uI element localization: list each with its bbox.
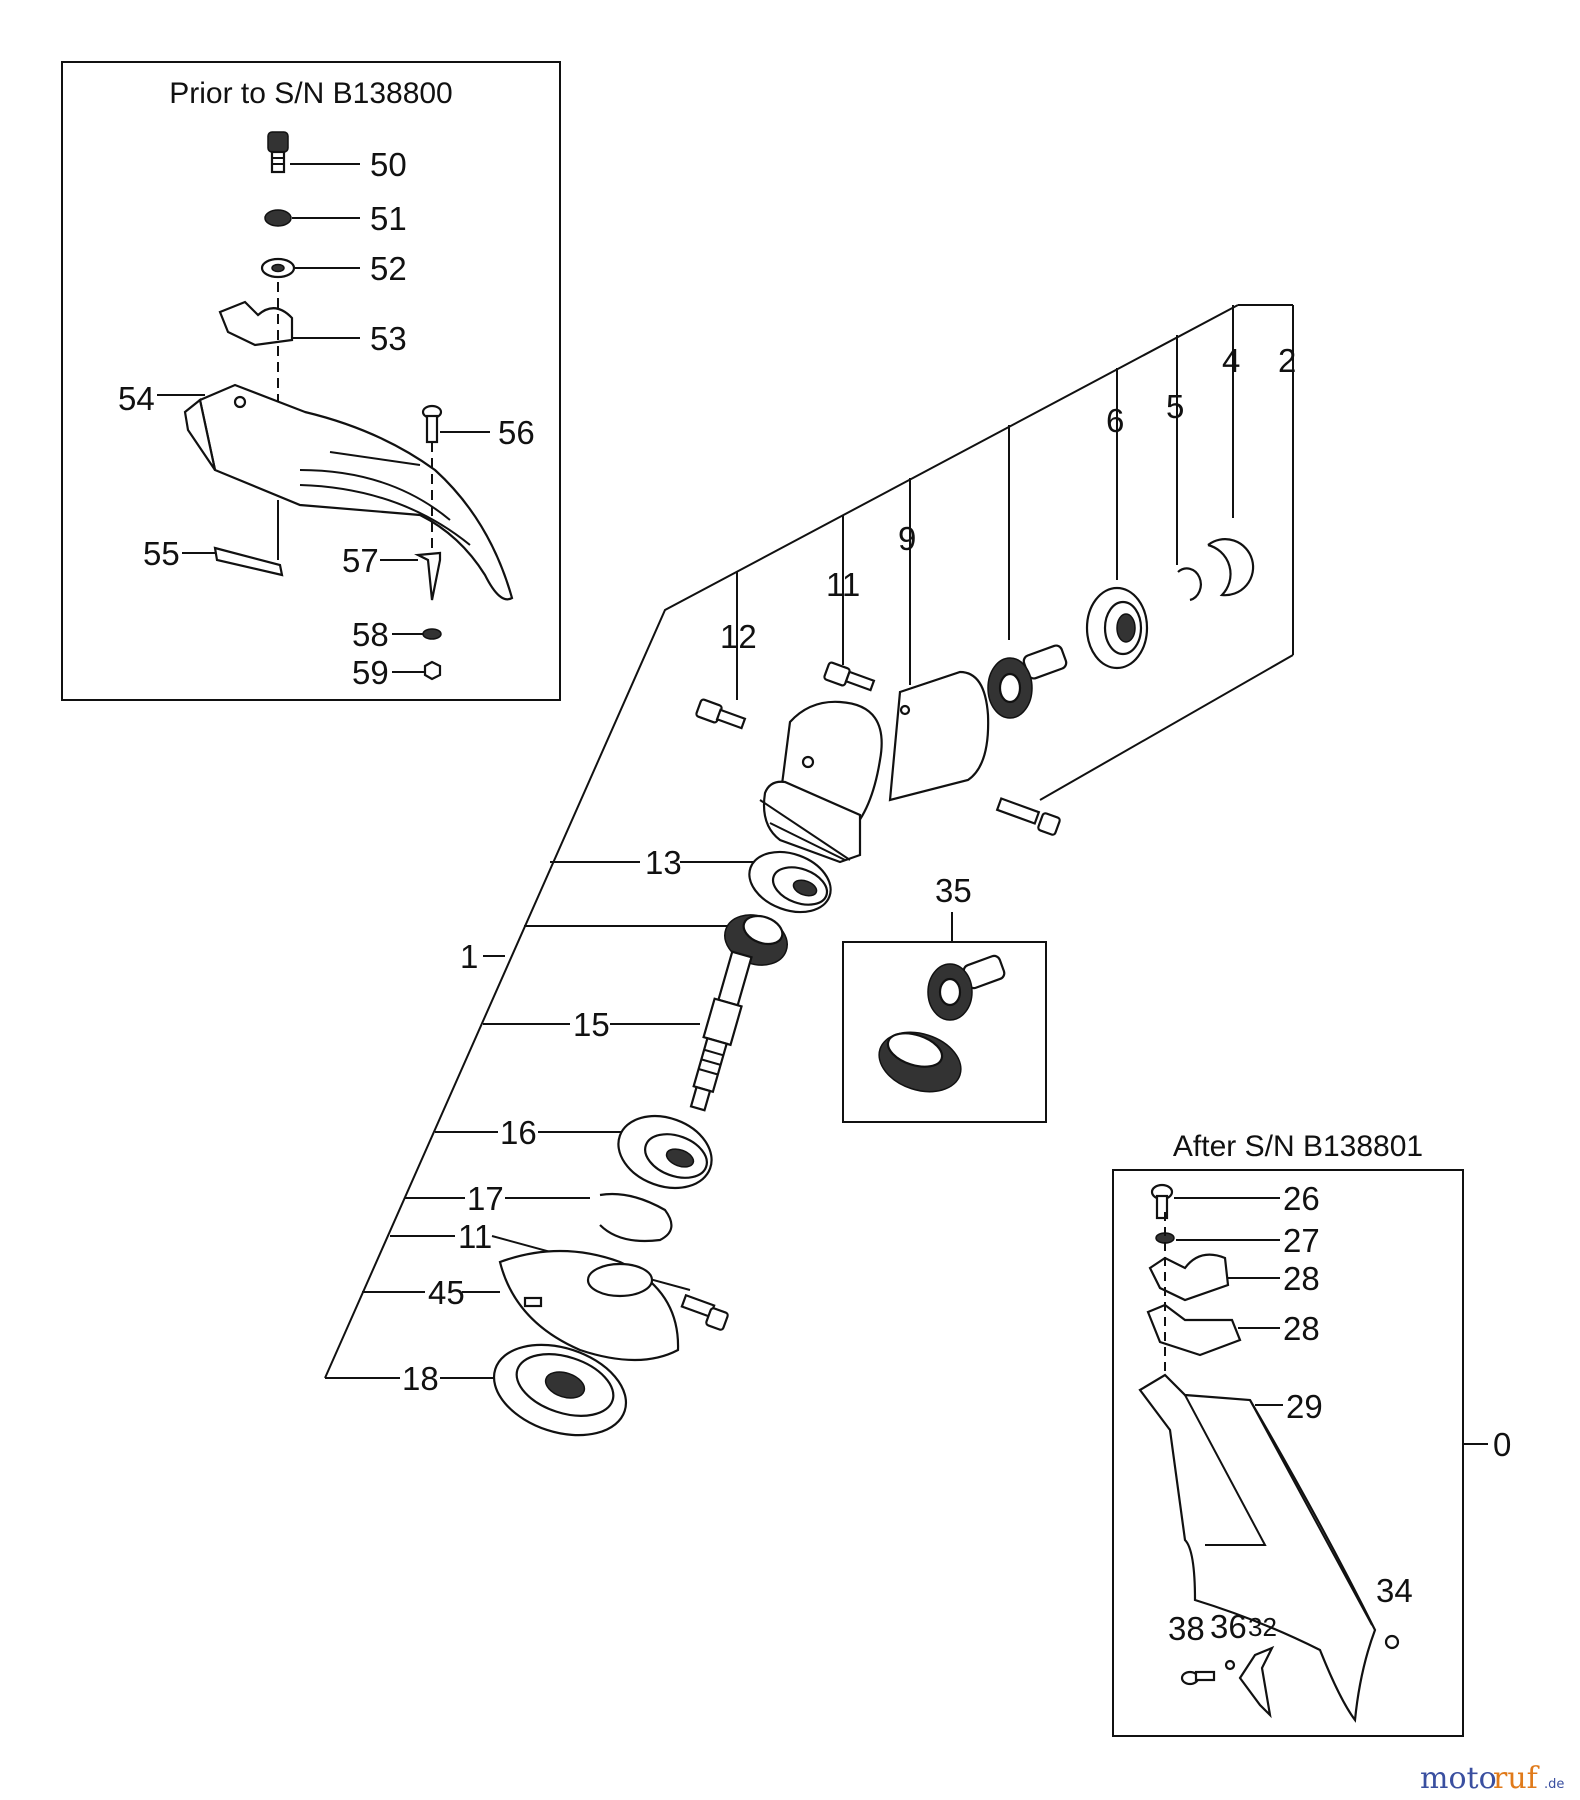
part-17-circlip (599, 1192, 673, 1243)
part-11-bolt-top (823, 661, 876, 692)
inset-prior: Prior to S/N B138800 50 51 52 53 (61, 61, 561, 701)
callout-34: 34 (1376, 1572, 1413, 1609)
part-56-screw (421, 404, 443, 444)
part-35-pinion (927, 954, 1006, 1021)
callout-13: 13 (645, 844, 682, 881)
callout-57: 57 (342, 542, 379, 579)
gearbox-housing (759, 670, 990, 864)
inset-prior-title: Prior to S/N B138800 (169, 77, 453, 110)
part-55-plate (213, 546, 284, 577)
callout-29: 29 (1286, 1388, 1323, 1425)
callout-59: 59 (352, 654, 389, 691)
part-6-bearing (1085, 586, 1149, 670)
part-28-clamp-bottom (1146, 1303, 1242, 1357)
part-57-bracket (414, 551, 442, 601)
part-53-clamp (218, 300, 294, 347)
callout-15: 15 (573, 1006, 610, 1043)
callout-54: 54 (118, 380, 155, 417)
callout-35: 35 (935, 872, 972, 909)
callout-2: 2 (1278, 342, 1296, 379)
part-9-pinion-gear (987, 644, 1068, 719)
part-35-bevel (878, 1031, 962, 1093)
part-15-shaft (689, 950, 753, 1112)
part-51-washer (264, 209, 292, 227)
part-13-bearing (748, 850, 832, 914)
callout-50: 50 (370, 146, 407, 183)
part-4-circlip (1207, 538, 1255, 597)
watermark-logo: moto ruf .de (1420, 1761, 1564, 1796)
part-16-bearing (617, 1114, 713, 1190)
inset-after: After S/N B138801 26 27 28 28 29 (1112, 1130, 1511, 1737)
callout-32: 32 (1248, 1612, 1277, 1642)
part-bevel-gear (724, 914, 788, 966)
callout-53: 53 (370, 320, 407, 357)
part-54-guard (183, 383, 514, 601)
part-28-clamp-top (1148, 1253, 1230, 1302)
callout-36: 36 (1210, 1608, 1247, 1645)
callout-45: 45 (428, 1274, 465, 1311)
callout-28-top: 28 (1283, 1260, 1320, 1297)
callout-17: 17 (467, 1180, 504, 1217)
callout-12: 12 (720, 618, 757, 655)
callout-51: 51 (370, 200, 407, 237)
callout-55: 55 (143, 535, 180, 572)
watermark-part2: ruf (1493, 1761, 1540, 1796)
part-34-nut (1384, 1634, 1400, 1650)
callout-56: 56 (498, 414, 535, 451)
inset-after-title: After S/N B138801 (1173, 1130, 1423, 1163)
part-29-guard (1138, 1373, 1377, 1723)
callout-18: 18 (402, 1360, 439, 1397)
inset-after-frame (1112, 1169, 1464, 1737)
callout-27: 27 (1283, 1222, 1320, 1259)
callout-9: 9 (898, 520, 916, 557)
callout-58: 58 (352, 616, 389, 653)
gear-set-frame (842, 941, 1047, 1123)
part-26-screw (1150, 1183, 1174, 1220)
leader-main-diagonal (324, 304, 1239, 1379)
watermark-part1: moto (1420, 1761, 1497, 1796)
callout-52: 52 (370, 250, 407, 287)
part-45-cup (498, 1249, 680, 1362)
part-12-bolt (695, 698, 747, 730)
part-32-bracket (1238, 1645, 1275, 1719)
watermark-suffix: .de (1544, 1777, 1564, 1792)
callout-16: 16 (500, 1114, 537, 1151)
callout-38: 38 (1168, 1610, 1205, 1647)
gear-set-35: 35 (842, 872, 1047, 1123)
callout-4: 4 (1222, 342, 1240, 379)
part-5-circlip (1177, 567, 1202, 602)
part-50-bolt (267, 131, 289, 174)
part-38-bolt (1180, 1670, 1216, 1686)
main-assembly: 2 4 5 6 9 11 12 (324, 304, 1296, 1437)
callout-28-bottom: 28 (1283, 1310, 1320, 1347)
part-36-washer (1224, 1659, 1236, 1671)
inset-prior-frame (61, 61, 561, 701)
part-side-bolt (995, 797, 1061, 836)
part-18-flange (492, 1343, 628, 1437)
callout-11-top: 11 (826, 566, 860, 603)
callout-0: 0 (1493, 1426, 1511, 1463)
callout-5: 5 (1166, 388, 1184, 425)
part-58-washer (422, 628, 442, 640)
callout-1: 1 (460, 938, 478, 975)
part-11-bolt-bottom (680, 1293, 729, 1331)
part-59-nut (423, 660, 442, 681)
callout-11-bottom: 11 (458, 1218, 492, 1255)
callout-6: 6 (1106, 402, 1124, 439)
callout-26: 26 (1283, 1180, 1320, 1217)
